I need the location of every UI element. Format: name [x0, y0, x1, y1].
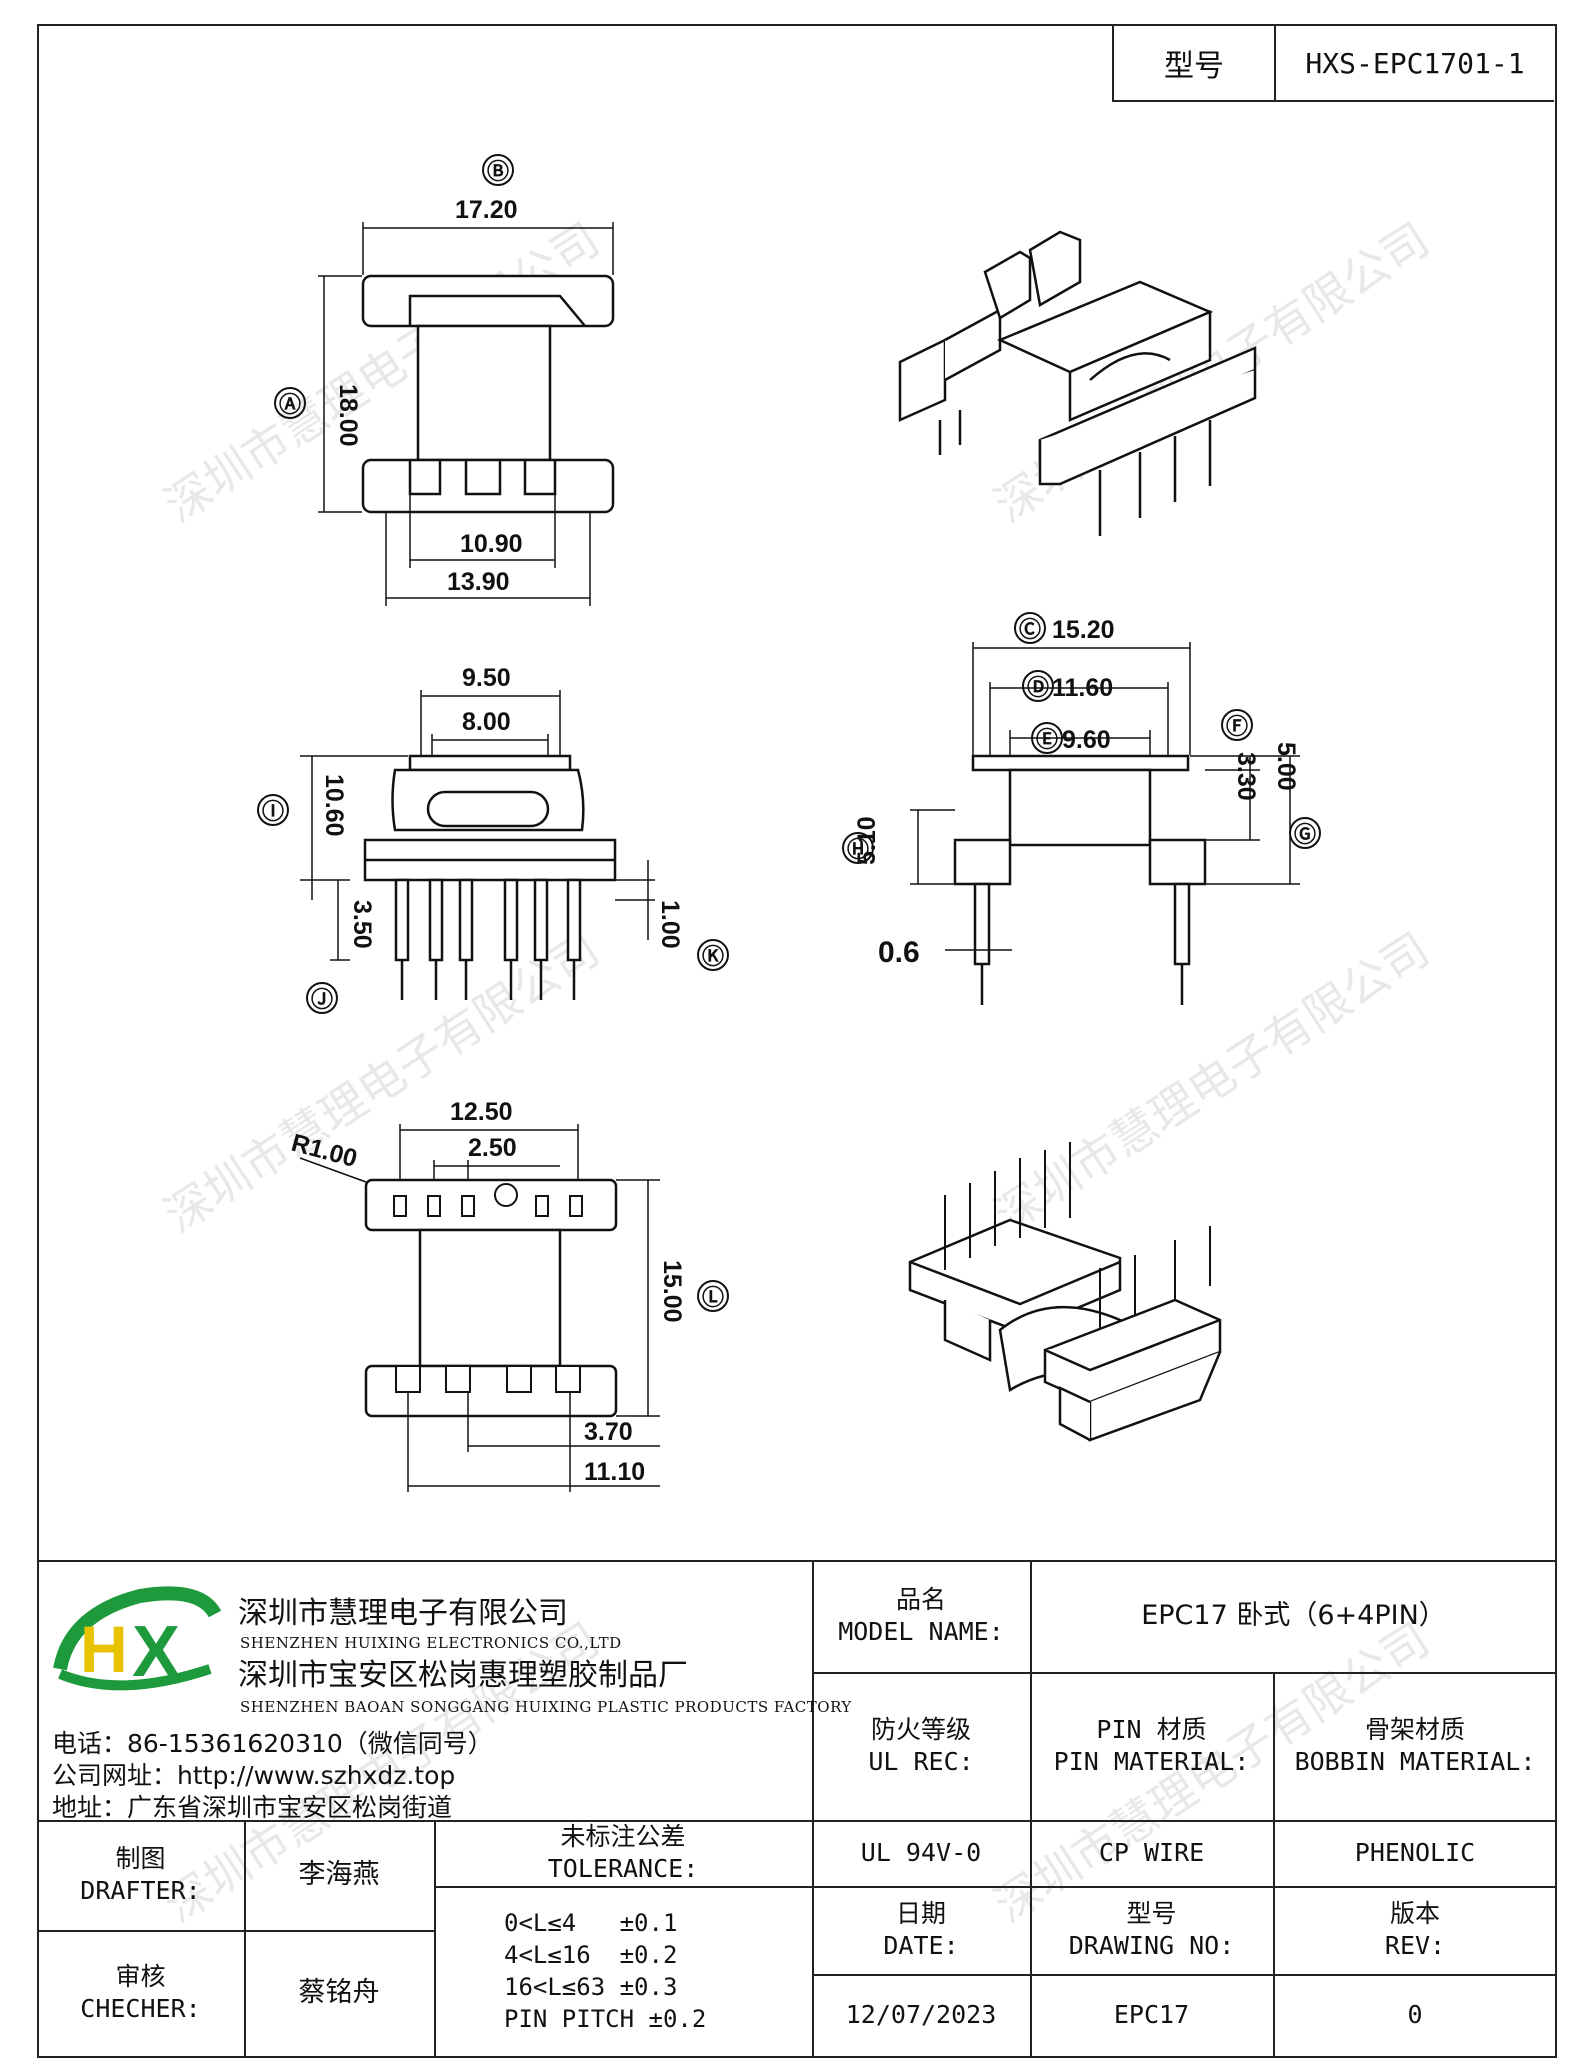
- label-c: Ⓒ: [1019, 617, 1041, 642]
- tolerance-table: 0<L≤4 ±0.1 4<L≤16 ±0.2 16<L≤63 ±0.3 PIN …: [434, 1886, 812, 2056]
- label-e: Ⓔ: [1036, 727, 1058, 752]
- label-g: Ⓖ: [1294, 822, 1316, 847]
- dim-18-00: 18.00: [334, 384, 362, 447]
- dim-11-10: 11.10: [584, 1458, 645, 1486]
- dim-3-30: 3.30: [1232, 752, 1260, 801]
- drawing-no-value: EPC17: [1113, 2000, 1190, 2029]
- label-i: Ⓘ: [262, 799, 284, 824]
- company-website: 公司网址：http://www.szhxdz.top: [52, 1761, 456, 1790]
- side-view: [953, 754, 1207, 1005]
- top-view: [361, 274, 615, 514]
- label-d: Ⓓ: [1027, 675, 1049, 700]
- label-l: Ⓛ: [702, 1285, 724, 1310]
- logo-h: H: [80, 1612, 128, 1686]
- dim-10-60: 10.60: [320, 774, 348, 837]
- company-name-en-2: SHENZHEN BAOAN SONGGANG HUIXING PLASTIC …: [240, 1698, 852, 1716]
- dim-12-50: 12.50: [450, 1098, 513, 1126]
- date-value: 12/07/2023: [845, 2000, 997, 2029]
- label-k: Ⓚ: [702, 944, 724, 969]
- front-view: [363, 754, 617, 1000]
- bottom-view: [364, 1178, 618, 1418]
- dim-5-10: 5.10: [853, 816, 881, 865]
- dim-5-00: 5.00: [1272, 742, 1300, 791]
- company-name-cn-1: 深圳市慧理电子有限公司: [238, 1596, 568, 1631]
- company-address: 地址：广东省深圳市宝安区松岗街道: [52, 1793, 453, 1822]
- dim-2-50: 2.50: [468, 1134, 517, 1162]
- dim-3-50: 3.50: [348, 900, 376, 949]
- drawing-frame: [37, 24, 1557, 2058]
- label-a: Ⓐ: [279, 392, 301, 417]
- dim-17-20: 17.20: [455, 196, 518, 224]
- technical-drawing: Ⓑ 17.20 Ⓐ 18.00 10.90 13.90: [257, 154, 1321, 1492]
- top-view-dims: [318, 222, 614, 606]
- rev-value: 0: [1407, 2000, 1423, 2029]
- company-name-cn-2: 深圳市宝安区松岗惠理塑胶制品厂: [238, 1658, 688, 1693]
- model-number-box: 型号 HXS-EPC1701-1: [1112, 26, 1554, 102]
- dim-9-50: 9.50: [462, 664, 511, 692]
- model-name-value: EPC17 卧式（6+4PIN）: [1141, 1600, 1446, 1631]
- logo-x: X: [132, 1612, 180, 1692]
- company-phone: 电话：86-15361620310（微信同号）: [52, 1729, 493, 1758]
- tolerance-line-4: PIN PITCH ±0.2: [504, 2005, 707, 2033]
- top-view-labels: Ⓑ 17.20 Ⓐ 18.00 10.90 13.90: [274, 154, 523, 596]
- dim-1-00: 1.00: [656, 900, 684, 949]
- dim-15-00: 15.00: [658, 1260, 686, 1323]
- side-view-labels: Ⓒ 15.20 Ⓓ 11.60 Ⓔ 9.60 Ⓕ 3.30 5.00 Ⓖ Ⓗ 5…: [842, 612, 1321, 969]
- dim-10-90: 10.90: [460, 530, 523, 558]
- front-view-labels: 9.50 8.00 Ⓘ 10.60 3.50 Ⓙ 1.00 Ⓚ: [257, 664, 729, 1014]
- iso-view-2: [908, 1142, 1222, 1442]
- checker-name: 蔡铭舟: [298, 1977, 380, 2008]
- model-value: HXS-EPC1701-1: [1305, 46, 1525, 80]
- bottom-view-dims: [299, 1124, 660, 1492]
- pin-material-value: CP WIRE: [1098, 1838, 1205, 1867]
- dim-13-90: 13.90: [447, 568, 510, 596]
- company-logo: H X: [50, 1584, 230, 1704]
- drafter-name: 李海燕: [298, 1859, 380, 1890]
- label-f: Ⓕ: [1226, 714, 1248, 739]
- dim-8-00: 8.00: [462, 708, 511, 736]
- dim-3-70: 3.70: [584, 1418, 633, 1446]
- dim-15-20: 15.20: [1052, 616, 1115, 644]
- ul-value: UL 94V-0: [860, 1838, 982, 1867]
- tolerance-line-3: 16<L≤63 ±0.3: [504, 1973, 678, 2001]
- front-view-dims: [300, 690, 655, 961]
- label-h: Ⓗ: [847, 837, 869, 862]
- iso-view-1: [898, 230, 1257, 536]
- label-b: Ⓑ: [487, 159, 509, 184]
- company-name-en-1: SHENZHEN HUIXING ELECTRONICS CO.,LTD: [240, 1634, 622, 1652]
- tolerance-line-2: 4<L≤16 ±0.2: [504, 1941, 678, 1969]
- dim-0-6: 0.6: [878, 936, 920, 969]
- bobbin-material-value: PHENOLIC: [1354, 1838, 1476, 1867]
- dim-9-60: 9.60: [1062, 726, 1111, 754]
- model-label: 型号: [1114, 26, 1276, 100]
- label-j: Ⓙ: [311, 987, 333, 1012]
- side-view-dims: [910, 642, 1300, 951]
- tolerance-line-1: 0<L≤4 ±0.1: [504, 1909, 678, 1937]
- dim-11-60: 11.60: [1052, 674, 1113, 702]
